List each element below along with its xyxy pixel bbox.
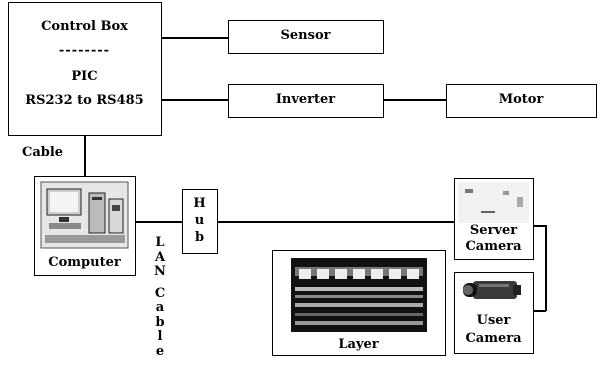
inverter-label: Inverter [229, 92, 382, 107]
lan-cable-label: L A N C a b l e [152, 236, 168, 359]
hub-letter: b [183, 229, 216, 246]
user-camera-label-line2: Camera [455, 331, 532, 346]
sensor-box: Sensor [228, 20, 384, 54]
lan-letter: N [152, 265, 168, 280]
lan-letter: b [152, 316, 168, 331]
computer-label: Computer [35, 255, 134, 270]
control-box: Control Box -------- PIC RS232 to RS485 [8, 2, 162, 136]
hub-letters: H u b [183, 195, 216, 246]
server-camera-label-line2: Camera [455, 239, 532, 254]
layer-box: Layer [272, 250, 446, 356]
line-inverter-motor [382, 99, 446, 101]
sensor-label: Sensor [229, 28, 382, 43]
line-computer-hub [135, 221, 182, 223]
line-hub-servercamera [218, 221, 454, 223]
layer-label: Layer [273, 337, 444, 352]
line-controlbox-sensor [162, 37, 228, 39]
control-box-title: Control Box [9, 19, 160, 34]
control-box-pic: PIC [9, 69, 160, 84]
line-controlbox-computer [84, 136, 86, 176]
lan-letter: a [152, 301, 168, 316]
motor-box: Motor [446, 84, 597, 118]
line-camera-link-vertical [545, 225, 547, 311]
motor-label: Motor [447, 92, 595, 107]
lan-letter: e [152, 345, 168, 360]
server-camera-box: Server Camera [454, 178, 534, 260]
line-camera-link-bottom [534, 310, 546, 312]
hub-box: H u b [182, 189, 218, 254]
server-camera-image [455, 179, 532, 225]
control-box-divider: -------- [9, 43, 160, 58]
user-camera-label-line1: User [455, 313, 532, 328]
hub-letter: u [183, 212, 216, 229]
lan-letter: L [152, 236, 168, 251]
computer-image [35, 177, 134, 253]
lan-letter: l [152, 330, 168, 345]
hub-letter: H [183, 195, 216, 212]
inverter-box: Inverter [228, 84, 384, 118]
user-camera-image [455, 273, 532, 307]
lan-letter: C [152, 287, 168, 302]
computer-box: Computer [34, 176, 136, 276]
lan-letter: A [152, 251, 168, 266]
server-camera-label-line1: Server [455, 223, 532, 238]
line-controlbox-inverter [162, 99, 228, 101]
control-box-rs-converter: RS232 to RS485 [9, 93, 160, 108]
user-camera-box: User Camera [454, 272, 534, 354]
layer-image [273, 251, 444, 333]
cable-label: Cable [22, 145, 63, 160]
